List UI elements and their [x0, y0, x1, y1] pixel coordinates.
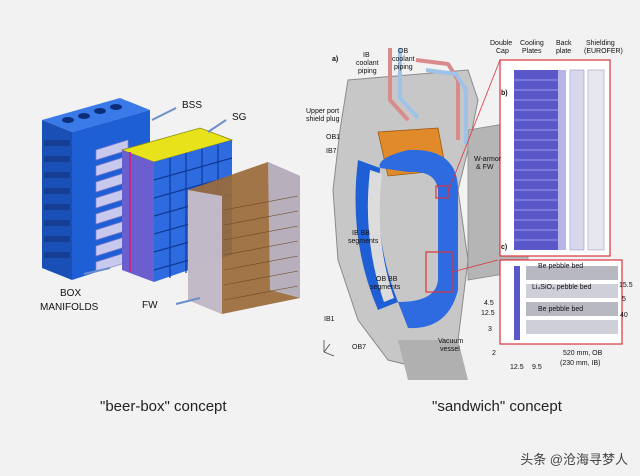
axes-glyph [323, 340, 335, 357]
bss-label: BSS [182, 100, 203, 111]
box-manifolds-label-1: BOX [60, 288, 82, 299]
ib7-label: IB7 [326, 148, 337, 155]
fw-label: FW [142, 300, 158, 311]
ob-coolant-1: OB [398, 48, 409, 55]
upper-port-2: shield plug [306, 116, 340, 123]
label-arrows [83, 107, 227, 305]
dim-12-5: 12.5 [481, 310, 495, 317]
coolant-piping [388, 48, 468, 144]
panel-a-label: a) [332, 56, 339, 63]
ib-coolant-3: piping [358, 68, 377, 75]
beer-box-caption: "beer-box" concept [100, 398, 227, 415]
double-cap-1: Double [490, 40, 513, 47]
w-armor-1: W-armor [474, 156, 502, 163]
shielding-2: (EUROFER) [584, 48, 623, 55]
watermark: 头条 @沧海寻梦人 [520, 452, 628, 467]
dim-9-5: 9.5 [532, 364, 542, 371]
li-bed: Li₄SiO₄ pebble bed [532, 284, 592, 291]
dim-2: 2 [492, 350, 496, 357]
ib-coolant-2: coolant [356, 60, 379, 67]
vacuum-2: vessel [440, 346, 460, 353]
vacuum-1: Vacuum [438, 338, 464, 345]
back-plate-1: Back [556, 40, 572, 47]
panel-c-label: c) [501, 244, 508, 251]
sandwich-caption: "sandwich" concept [432, 398, 562, 415]
dim-4-5: 4.5 [484, 300, 494, 307]
w-armor-2: & FW [476, 164, 494, 171]
ib-coolant-1: IB [363, 52, 370, 59]
double-cap-2: Cap [496, 48, 509, 55]
be-bed-1: Be pebble bed [538, 263, 584, 270]
cooling-1: Cooling [520, 40, 544, 47]
dim-5: 5 [622, 296, 626, 303]
sg-label: SG [232, 112, 247, 123]
sandwich-illustration [323, 48, 623, 380]
shielding-1: Shielding [586, 40, 615, 47]
cooling-2: Plates [522, 48, 542, 55]
dim-15-5: 15.5 [619, 282, 633, 289]
detail-link-b [447, 59, 501, 193]
box-manifolds-label-2: MANIFOLDS [40, 302, 99, 313]
fw-shell [188, 162, 300, 314]
be-bed-2: Be pebble bed [538, 306, 584, 313]
ob1-label: OB1 [326, 134, 341, 141]
ob7-label: OB7 [352, 344, 367, 351]
ob-bb-2: segments [370, 284, 401, 291]
panel-b-detail [499, 59, 611, 257]
dim-520-1: 520 mm, OB [563, 350, 603, 357]
ib-bb-1: IB BB [352, 230, 370, 237]
beer-box-illustration [42, 98, 300, 314]
ob-bb-1: OB BB [376, 276, 398, 283]
ob-coolant-2: coolant [392, 56, 415, 63]
panel-c-detail [499, 259, 623, 345]
panel-b-label: b) [501, 90, 508, 97]
box-manifolds [95, 139, 129, 273]
dim-3: 3 [488, 326, 492, 333]
ib-bb-2: segments [348, 238, 379, 245]
dim-520-2: (230 mm, IB) [560, 360, 601, 367]
back-plate-2: plate [556, 48, 572, 55]
dim-12-5b: 12.5 [510, 364, 524, 371]
upper-port-1: Upper port [306, 108, 340, 115]
ib1-label: IB1 [324, 316, 335, 323]
breeding-blanket-segments [355, 149, 458, 329]
detail-link-c [451, 259, 499, 273]
dim-40: 40 [620, 312, 628, 319]
ob-coolant-3: piping [394, 64, 413, 71]
